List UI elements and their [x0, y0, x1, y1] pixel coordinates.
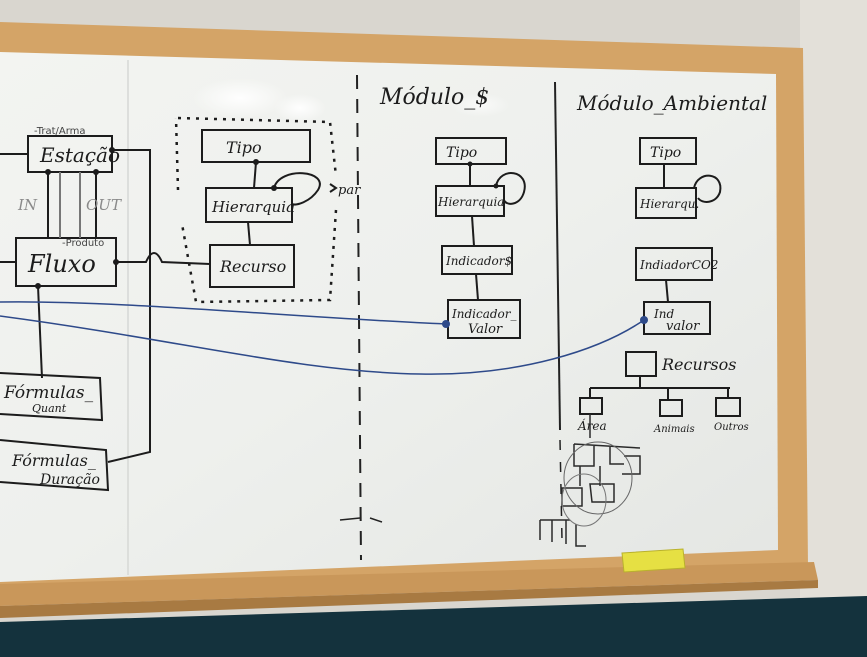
board-surface [0, 52, 778, 582]
divider-solid [554, 81, 561, 431]
money-indval-1: Indicador_ [451, 307, 517, 321]
money-indval-box [447, 299, 521, 339]
env-animals: Animais [653, 424, 695, 435]
side-bracket [329, 183, 338, 193]
env-line-2 [665, 279, 669, 303]
header-module-money: Módulo_$ [379, 85, 489, 110]
env-resources: Recursos [661, 355, 736, 374]
blue-line-to-money [0, 301, 447, 325]
env-module [579, 137, 741, 417]
header-module-env: Módulo_Ambiental [576, 91, 767, 115]
middle-section [201, 129, 338, 288]
formulas-1-sub: Quant [32, 402, 67, 415]
env-indicator: IndiadorCO2 [639, 258, 718, 272]
env-hierarchy: Hierarqu. [639, 197, 699, 211]
small-mark [339, 517, 383, 523]
flow-note: -Produto [62, 238, 104, 249]
station-note: -Trat/Arma [34, 126, 86, 137]
money-line-3 [475, 273, 479, 301]
formulas-2-label: Fórmulas_ [11, 451, 96, 470]
money-hierarchy: Hierarquia [437, 195, 504, 209]
middle-hierarchy: Hierarquia [211, 198, 295, 216]
env-indval-1: Ind [653, 307, 674, 321]
env-type-box [639, 137, 697, 165]
env-type: Tipo [650, 145, 681, 161]
env-hierarchy-box [635, 187, 697, 219]
money-module [435, 137, 526, 339]
station-label: Estação [39, 143, 120, 167]
station-right-line [107, 149, 151, 463]
marker-tray-edge [0, 580, 818, 618]
wall-right [800, 0, 867, 600]
dotted-group [174, 116, 338, 304]
env-others: Outros [714, 422, 749, 433]
marker-tray [0, 562, 818, 606]
env-indicator-box [635, 247, 713, 281]
light-glare-3 [450, 93, 510, 117]
env-area-box [579, 397, 603, 415]
out-label: OUT [86, 196, 122, 214]
middle-type: Tipo [226, 138, 262, 157]
middle-resource: Recurso [219, 257, 286, 276]
env-animals-box [659, 399, 683, 417]
flow-label: Fluxo [27, 250, 96, 278]
in-label: IN [17, 196, 38, 214]
hierarchy-to-resource [247, 221, 251, 246]
formulas-1-label: Fórmulas_ [3, 383, 94, 403]
divider-solid-low [559, 439, 563, 541]
blue-line-to-env [0, 315, 645, 375]
money-type: Tipo [446, 145, 477, 161]
formulas-box-2 [0, 439, 110, 492]
middle-side-note: par [338, 183, 361, 198]
light-glare [192, 78, 288, 118]
light-glare-2 [274, 94, 326, 122]
formulas-2-sub: Duração [39, 472, 100, 488]
scribble-subtree [539, 414, 641, 547]
money-indval-2: Valor [468, 322, 503, 337]
eraser [621, 548, 686, 573]
env-resources-tree [589, 376, 730, 400]
money-self-loop [495, 172, 526, 205]
hierarchy-self-loop [273, 172, 321, 206]
blue-connectors [0, 301, 645, 375]
env-others-box [715, 397, 741, 417]
formulas-box-1 [0, 372, 104, 422]
type-to-hierarchy [253, 161, 257, 189]
floor-strip [0, 596, 867, 657]
money-indicator: Indicador$ [445, 254, 512, 268]
resource-box [209, 244, 295, 288]
env-indval-2: valor [666, 319, 700, 334]
money-line-2 [471, 215, 475, 247]
env-area: Área [577, 418, 607, 433]
divider-dashed [356, 74, 362, 561]
env-self-loop [693, 174, 722, 203]
flow-bridge-line [116, 252, 211, 265]
